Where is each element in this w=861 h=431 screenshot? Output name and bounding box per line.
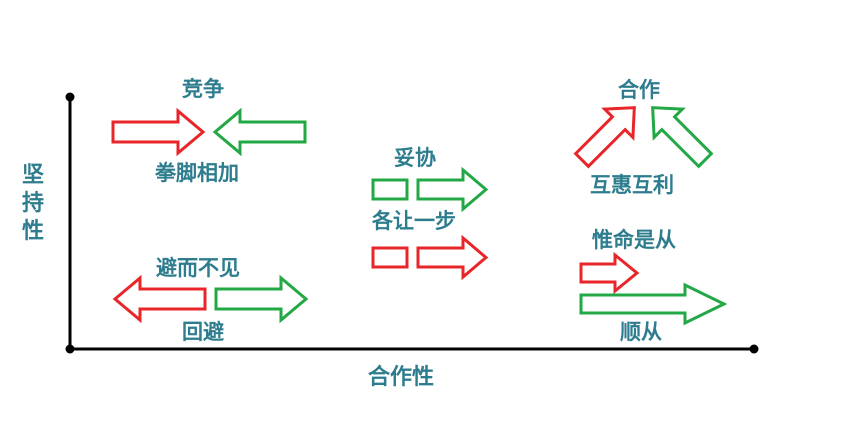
compromise-block-green [371,178,409,201]
y-axis-end-dot [65,92,75,102]
avoidance-arrow-green [214,274,309,324]
accommodation-title: 惟命是从 [592,228,676,252]
y-axis-label-text: 坚持性 [20,162,46,246]
competition-arrow-green [212,107,307,157]
y-axis-label-char: 坚 [21,163,44,188]
avoidance-caption: 回避 [182,320,224,344]
avoidance-title: 避而不见 [156,256,240,280]
accommodation-caption: 顺从 [620,320,662,344]
compromise-title: 妥协 [394,146,436,170]
competition-arrow-red [111,107,206,157]
origin-dot [65,344,75,354]
compromise-arrow-red [416,234,489,281]
compromise-caption: 各让一步 [372,209,456,233]
y-axis-label-char: 持 [21,191,44,216]
avoidance-arrow-red [112,274,207,324]
compromise-block-red [371,246,409,269]
x-axis-end-dot [749,344,759,354]
accommodation-arrow-green [579,282,728,326]
compromise-arrow-green [416,166,489,213]
y-axis-label-char: 性 [21,219,44,244]
accommodation-arrow-red [579,251,640,295]
competition-caption: 拳脚相加 [155,161,239,185]
collaboration-arrow-red [573,106,636,169]
x-axis-label: 合作性 [368,365,435,390]
collaboration-caption: 互惠互利 [590,173,674,197]
collaboration-arrow-green [651,106,714,169]
collaboration-title: 合作 [618,78,660,102]
y-axis-label: 坚持性 [20,162,46,246]
competition-title: 竞争 [182,77,224,101]
